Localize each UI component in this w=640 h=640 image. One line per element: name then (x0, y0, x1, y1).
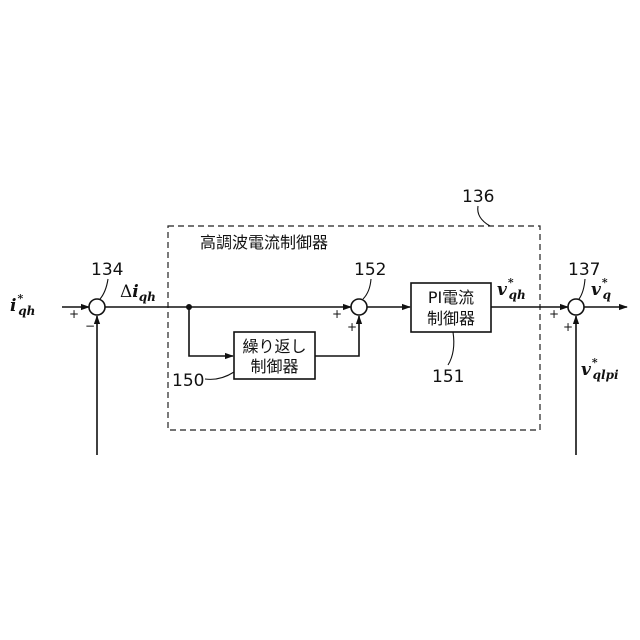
outer-block-ref-number: 136 (462, 187, 494, 207)
side-input-signal-label: v*qlpi (581, 356, 619, 382)
input-signal-label: i*qh (10, 292, 35, 318)
outer-block-leader (478, 206, 490, 226)
junction-152-leader (363, 279, 371, 299)
junction-137-ref-number: 137 (568, 260, 600, 280)
summing-junction-152 (351, 299, 367, 315)
summing-junction-137 (568, 299, 584, 315)
pi-block-leader (448, 332, 454, 365)
junction-152-plus-sign-bottom: + (347, 320, 357, 334)
pi-controller-label-line1: PI電流 (428, 288, 474, 307)
pi-controller-label-line2: 制御器 (427, 309, 475, 328)
repetitive-block-ref-number: 150 (172, 371, 204, 391)
output-signal-label: v*q (591, 276, 611, 302)
junction-137-leader (579, 279, 585, 299)
error-signal-label: Δiqh (120, 282, 156, 304)
junction-137-plus-sign-bottom: + (563, 320, 573, 334)
repetitive-block-leader (205, 372, 234, 379)
junction-134-leader (100, 279, 108, 299)
repetitive-controller-label-line1: 繰り返し (242, 337, 306, 356)
repetitive-controller-label-line2: 制御器 (250, 357, 298, 376)
summing-junction-134 (89, 299, 105, 315)
pi-block-ref-number: 151 (432, 367, 464, 387)
branch-to-repetitive-line (189, 307, 233, 356)
junction-152-ref-number: 152 (354, 260, 386, 280)
junction-152-plus-sign-left: + (332, 307, 342, 321)
junction-134-plus-sign: + (69, 307, 79, 321)
junction-137-plus-sign-left: + (549, 307, 559, 321)
harmonic-controller-title: 高調波電流制御器 (200, 233, 328, 252)
junction-134-minus-sign: − (85, 319, 95, 333)
pi-output-signal-label: v*qh (497, 276, 526, 302)
junction-134-ref-number: 134 (91, 260, 123, 280)
